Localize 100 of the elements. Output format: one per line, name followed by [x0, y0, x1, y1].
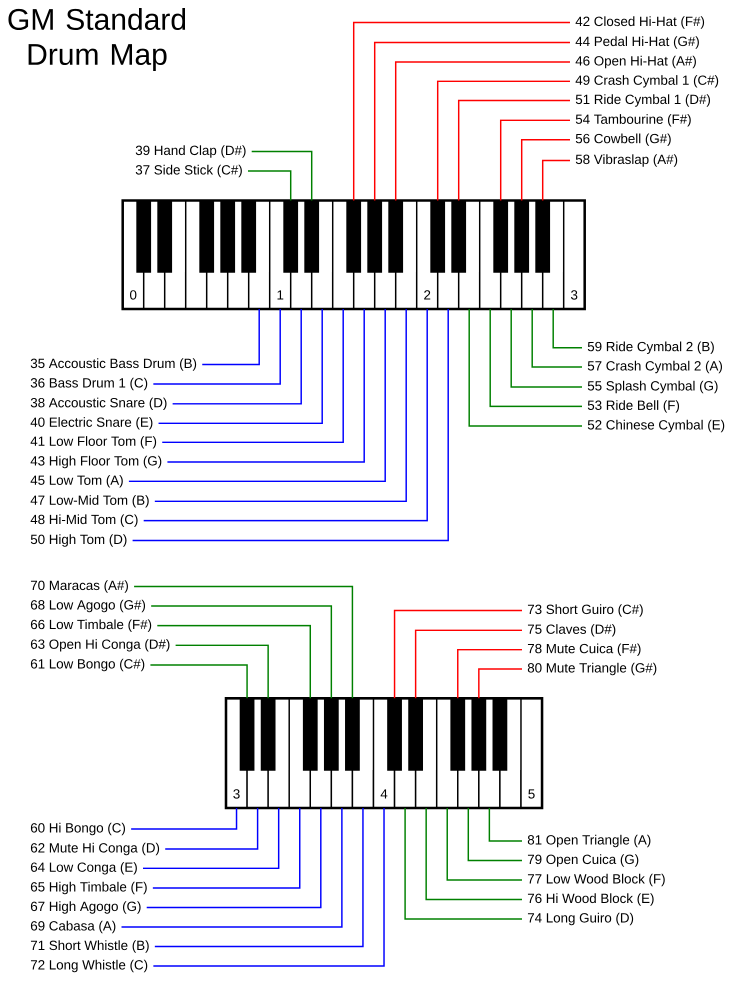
sharp-key [220, 200, 236, 273]
sharp-key [260, 698, 276, 771]
instrument-label: 43 High Floor Tom (G) [30, 456, 162, 468]
leader-line [458, 100, 570, 200]
leader-line [158, 309, 323, 424]
leader-line [122, 808, 343, 928]
natural-key [394, 770, 416, 809]
instrument-label: 59 Ride Cymbal 2 (B) [588, 342, 714, 354]
leader-line [531, 309, 582, 368]
leader-line [131, 808, 238, 830]
instrument-label: 45 Low Tom (A) [30, 475, 123, 488]
instrument-label: 62 Mute Hi Conga (D) [30, 842, 160, 856]
natural-key [206, 272, 228, 310]
natural-key [458, 272, 480, 310]
instrument-label: 44 Pedal Hi-Hat (G#) [576, 36, 699, 49]
leader-line [202, 309, 260, 366]
instrument-label: 40 Electric Snare (E) [30, 417, 152, 430]
instrument-label: 54 Tambourine (F#) [576, 114, 691, 127]
sharp-key [324, 698, 339, 771]
sharp-key [388, 200, 404, 273]
sharp-key [492, 698, 508, 771]
leader-line [162, 309, 344, 444]
natural-key [332, 272, 354, 310]
node-label: 3 [570, 290, 578, 300]
sharp-key [430, 200, 446, 273]
leader-line [252, 150, 312, 200]
natural-key [542, 272, 564, 310]
node-label: 5 [528, 789, 535, 799]
leader-line [128, 309, 386, 482]
natural-key [436, 272, 460, 310]
natural-key [374, 272, 396, 310]
leader-line [132, 309, 449, 542]
instrument-label: 60 Hi Bongo (C) [30, 822, 126, 836]
sharp-key [241, 200, 256, 273]
natural-key: 4 [372, 770, 396, 809]
natural-key [184, 272, 208, 310]
instrument-label: 73 Short Guiro (C#) [528, 604, 643, 617]
natural-key: 5 [520, 770, 543, 809]
sharp-key [450, 698, 466, 771]
instrument-label: 48 Hi-Mid Tom (C) [30, 514, 138, 527]
sharp-key [408, 698, 423, 771]
leader-line [457, 648, 522, 698]
sharp-key [346, 200, 362, 273]
leader-line [154, 808, 364, 948]
leader-line [468, 808, 522, 862]
sharp-key [302, 698, 318, 771]
instrument-label: 57 Crash Cymbal 2 (A) [588, 360, 722, 374]
leader-line [146, 808, 322, 908]
natural-key [499, 770, 522, 809]
instrument-label: 77 Low Wood Block (F) [528, 874, 665, 886]
sharp-key [136, 200, 152, 273]
leader-line [352, 22, 570, 200]
leader-line [488, 808, 522, 842]
leader-line [151, 605, 332, 698]
sharp-key [199, 200, 214, 273]
node-label: 2 [424, 290, 430, 300]
natural-key [164, 272, 186, 310]
leader-line [394, 610, 522, 698]
leader-line [153, 808, 385, 967]
instrument-label: 79 Open Cuica (G) [528, 854, 638, 867]
natural-key [500, 272, 522, 310]
sharp-key [345, 698, 360, 771]
instrument-label: 67 High Agogo (G) [30, 901, 141, 914]
instrument-label: 64 Low Conga (E) [30, 862, 137, 874]
node-label: 4 [380, 789, 388, 799]
natural-key [288, 770, 311, 809]
natural-key [226, 272, 250, 310]
instrument-label: 71 Short Whistle (B) [30, 940, 149, 953]
instrument-label: 81 Open Triangle (A) [528, 834, 650, 848]
instrument-label: 68 Low Agogo (G#) [30, 600, 146, 612]
sharp-key [283, 200, 298, 273]
leader-line [165, 808, 258, 850]
sharp-key [387, 698, 402, 771]
instrument-label: 53 Ride Bell (F) [588, 400, 680, 413]
instrument-label: 47 Low-Mid Tom (B) [30, 495, 149, 508]
leader-line [542, 160, 570, 200]
leader-line [552, 309, 582, 348]
instrument-label: 41 Low Floor Tom (F) [30, 436, 156, 449]
instrument-label: 38 Accoustic Snare (D) [30, 398, 166, 410]
sharp-key [535, 200, 550, 273]
natural-key [267, 770, 290, 809]
leader-line [446, 808, 522, 881]
leader-line [150, 664, 248, 698]
leader-line [167, 309, 365, 463]
instrument-label: 50 High Tom (D) [30, 534, 126, 547]
instrument-label: 65 High Timbale (F) [30, 882, 147, 894]
leader-line [374, 42, 570, 200]
sharp-key [367, 200, 382, 273]
natural-key [246, 770, 269, 809]
instrument-label: 69 Cabasa (A) [30, 920, 116, 934]
instrument-label: 76 Hi Wood Block (E) [528, 893, 654, 906]
leader-line [144, 309, 428, 522]
leader-line [157, 624, 311, 698]
instrument-label: 51 Ride Cymbal 1 (D#) [576, 94, 710, 107]
instrument-label: 58 Vibraslap (A#) [576, 154, 678, 167]
sharp-key [514, 200, 530, 273]
natural-key: 3 [562, 272, 586, 310]
sharp-key [471, 698, 486, 771]
node-label: 3 [233, 789, 240, 799]
instrument-label: 55 Splash Cymbal (G) [588, 380, 718, 394]
